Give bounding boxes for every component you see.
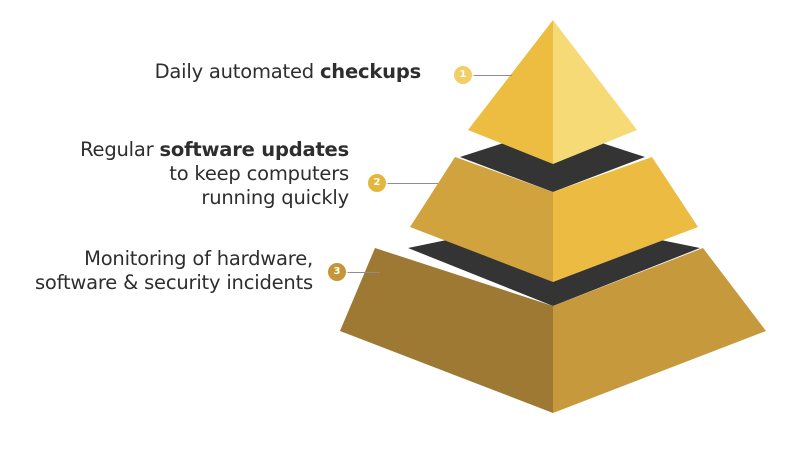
tier-2-line-3: running quickly — [201, 186, 349, 209]
tier-2-line-2: to keep computers — [169, 162, 349, 185]
leader-line-1 — [472, 75, 512, 76]
tier-2-right-face — [553, 157, 698, 282]
tier-1-number-badge: 1 — [454, 66, 472, 84]
leader-line-3 — [346, 272, 380, 273]
tier-2-number-badge: 2 — [368, 174, 386, 192]
tier-2-left-face — [410, 157, 553, 282]
leader-line-2 — [386, 183, 438, 184]
tier-3-number-badge: 3 — [328, 263, 346, 281]
tier-2-label: Regular software updates to keep compute… — [0, 138, 349, 210]
pyramid-tier-1 — [468, 20, 637, 164]
tier-2-line-1: Regular software updates — [0, 138, 349, 162]
tier-3-line-2: software & security incidents — [34, 271, 313, 294]
tier-3-line-1: Monitoring of hardware, — [84, 247, 313, 270]
tier-3-right-face — [553, 248, 766, 413]
tier-2-text: Regular — [80, 138, 160, 161]
tier-1-right-face — [553, 20, 637, 164]
tier-2-bold-text: software updates — [159, 138, 349, 161]
tier-1-label: Daily automated checkups — [0, 60, 422, 84]
tier-3-left-face — [340, 248, 553, 413]
tier-1-text: Daily automated — [154, 60, 320, 83]
tier-1-left-face — [468, 20, 553, 164]
tier-1-bold-text: checkups — [319, 60, 421, 83]
tier-3-label: Monitoring of hardware, software & secur… — [0, 247, 313, 295]
